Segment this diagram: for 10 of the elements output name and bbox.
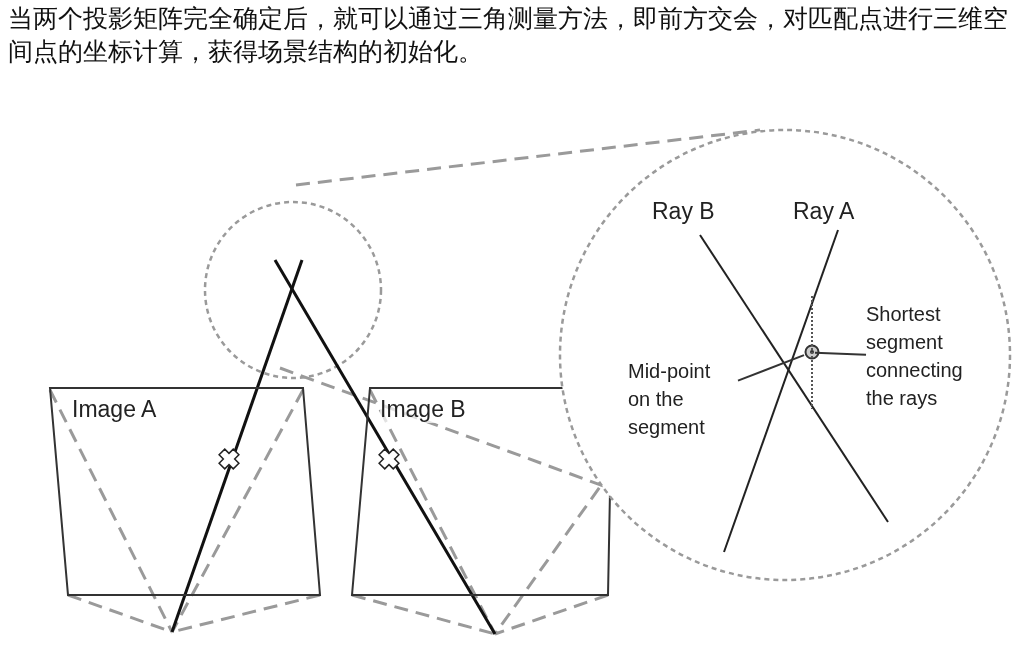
ray-label: Ray B xyxy=(652,198,715,225)
intro-paragraph: 当两个投影矩阵完全确定后，就可以通过三角测量方法，即前方交会，对匹配点进行三维空间点的坐标计算，获得场景结构的初始化。 xyxy=(8,3,1008,68)
midpoint-marker xyxy=(804,344,820,360)
dotted-segment xyxy=(809,296,815,409)
image-frame xyxy=(48,386,324,598)
callout-text: Shortest segment connecting the rays xyxy=(866,300,986,415)
callout-text: Mid-point on the segment xyxy=(628,357,738,447)
leader-line xyxy=(737,354,805,382)
ray-label: Ray A xyxy=(793,198,855,225)
leader-line xyxy=(814,351,867,356)
